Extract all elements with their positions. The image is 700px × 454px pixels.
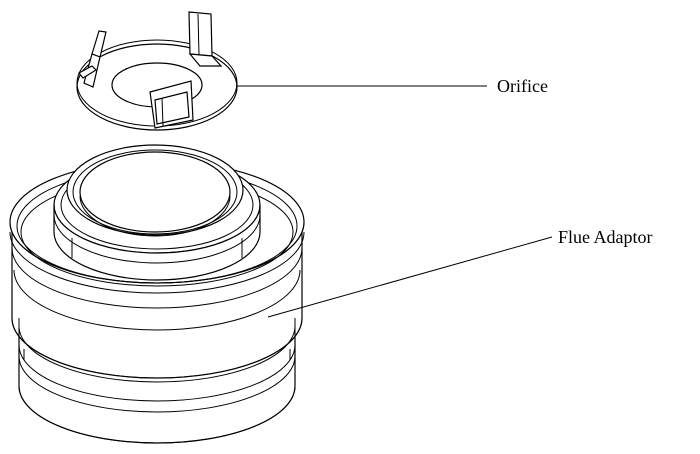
orifice-label: Orifice bbox=[497, 76, 548, 96]
flue-adaptor-part bbox=[9, 144, 305, 444]
orifice-part bbox=[76, 11, 238, 131]
orifice-tab-right bbox=[188, 11, 223, 67]
flue-adaptor-label: Flue Adaptor bbox=[558, 227, 653, 247]
flue-adaptor-leader-line bbox=[267, 236, 553, 318]
orifice-tab-front bbox=[149, 80, 194, 129]
orifice-tab-left bbox=[78, 30, 107, 88]
